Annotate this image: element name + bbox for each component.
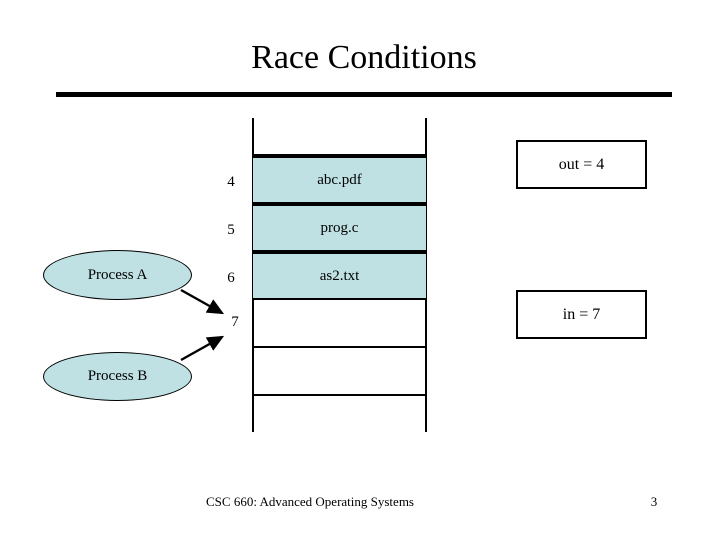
buffer-row-label: prog.c: [320, 219, 359, 236]
in-variable-box: in = 7: [516, 290, 647, 339]
buffer-row-label: abc.pdf: [317, 171, 362, 188]
in-variable-label: in = 7: [562, 305, 601, 323]
arrow-process-a-to-slot7: [180, 288, 225, 315]
buffer-index-4: 4: [227, 174, 235, 190]
buffer-table: abc.pdf prog.c as2.txt: [252, 118, 427, 432]
process-b-node: Process B: [43, 352, 192, 401]
buffer-index-5: 5: [227, 222, 235, 238]
buffer-right-rail: [425, 118, 427, 432]
buffer-row-label: as2.txt: [319, 267, 360, 284]
buffer-row: [253, 348, 426, 396]
buffer-row: as2.txt: [253, 252, 426, 300]
process-a-label: Process A: [87, 266, 148, 283]
buffer-index-6: 6: [227, 270, 235, 286]
page-title: Race Conditions: [251, 39, 477, 76]
footer-page-number: 3: [650, 494, 658, 509]
buffer-row: [253, 396, 426, 432]
out-variable-label: out = 4: [558, 155, 605, 173]
buffer-row: abc.pdf: [253, 156, 426, 204]
buffer-index-7: 7: [231, 314, 239, 330]
process-b-label: Process B: [87, 368, 148, 384]
buffer-row: [253, 118, 426, 156]
arrow-process-b-to-slot7: [180, 335, 225, 362]
out-variable-box: out = 4: [516, 140, 647, 189]
footer-course-label: CSC 660: Advanced Operating Systems: [206, 494, 414, 509]
process-a-node: Process A: [43, 250, 192, 300]
buffer-row: [253, 300, 426, 348]
buffer-row: prog.c: [253, 204, 426, 252]
title-divider: [56, 92, 672, 97]
